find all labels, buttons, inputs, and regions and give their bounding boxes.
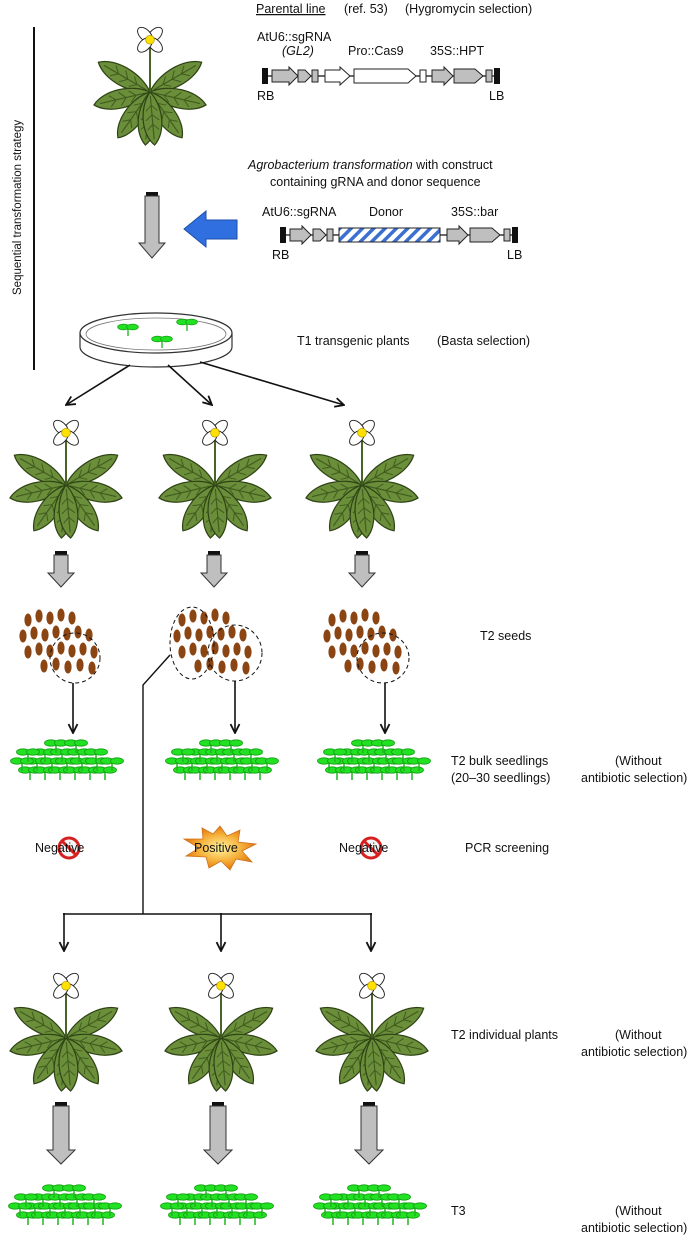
arrow-t2-t3-3	[354, 1101, 384, 1165]
bulk-seedlings-2	[166, 740, 279, 780]
arrow-dish-right	[199, 361, 344, 405]
t2-plant-3	[314, 971, 430, 1092]
construct1-lb: LB	[489, 89, 504, 103]
t3-label: T3	[451, 1204, 466, 1218]
arrow-t2-t3-1	[46, 1101, 76, 1165]
t2-bulk-sel-1: (Without	[615, 754, 662, 768]
t2-seeds-1	[19, 608, 98, 675]
agro-text-line1: Agrobacterium transformation with constr…	[247, 158, 493, 172]
t3-seedlings-2	[161, 1185, 274, 1225]
arrow-t2-t3-2	[203, 1101, 233, 1165]
t1-plant-3	[304, 418, 420, 539]
parental-plant	[92, 25, 208, 146]
bulk-seedlings-1	[11, 740, 124, 780]
construct1-gene-label: (GL2)	[282, 44, 314, 58]
pcr-screening-label: PCR screening	[465, 841, 549, 855]
construct-1: AtU6::sgRNA (GL2) Pro::Cas9 35S::HPT RB …	[257, 30, 504, 103]
agro-italic: Agrobacterium transformation	[247, 158, 413, 172]
petri-dish	[79, 312, 233, 368]
t2-plant-1	[8, 971, 124, 1092]
seed-subset-2a	[169, 606, 215, 680]
construct2-rb: RB	[272, 248, 289, 262]
arrow-t1-seeds-3	[348, 550, 376, 588]
arrow-t1-seeds-1	[47, 550, 75, 588]
t2-plant-2	[163, 971, 279, 1092]
t2-individual-label: T2 individual plants	[451, 1028, 558, 1042]
pcr-negative-2: Negative	[339, 841, 388, 855]
t3-seedlings-1	[9, 1185, 122, 1225]
construct1-rb: RB	[257, 89, 274, 103]
construct1-sgrna-label: AtU6::sgRNA	[257, 30, 332, 44]
construct2-marker-label: 35S::bar	[451, 205, 498, 219]
t2-seeds-3	[323, 608, 402, 675]
parental-selection: (Hygromycin selection)	[405, 2, 532, 16]
agro-rest: with construct	[413, 158, 493, 172]
pcr-positive: Positive	[194, 841, 238, 855]
t1-label: T1 transgenic plants	[297, 334, 410, 348]
construct1-marker-label: 35S::HPT	[430, 44, 485, 58]
construct2-donor-label: Donor	[369, 205, 403, 219]
pcr-negative-1: Negative	[35, 841, 84, 855]
t3-sel-2: antibiotic selection)	[581, 1221, 687, 1235]
t2-individual-sel-2: antibiotic selection)	[581, 1045, 687, 1059]
t2-bulk-label-1: T2 bulk seedlings	[451, 754, 548, 768]
arrow-t1-seeds-2	[200, 550, 228, 588]
construct2-lb: LB	[507, 248, 522, 262]
t1-plant-1	[8, 418, 124, 539]
t3-sel-1: (Without	[615, 1204, 662, 1218]
t2-seeds-label: T2 seeds	[480, 629, 531, 643]
t2-individual-sel-1: (Without	[615, 1028, 662, 1042]
construct-2: AtU6::sgRNA Donor 35S::bar RB LB	[262, 205, 522, 262]
donor-sequence	[338, 227, 441, 243]
bulk-seedlings-3	[318, 740, 431, 780]
seed-subset-1	[49, 632, 101, 684]
t2-bulk-label-2: (20–30 seedlings)	[451, 771, 550, 785]
arrow-parental-to-t1	[137, 192, 167, 259]
t1-plant-2	[157, 418, 273, 539]
agro-text-line2: containing gRNA and donor sequence	[270, 175, 481, 189]
arrow-dish-left	[66, 364, 131, 405]
parental-ref: (ref. 53)	[344, 2, 388, 16]
seed-subset-3	[356, 632, 410, 684]
arrow-dish-middle	[167, 364, 212, 405]
t3-seedlings-3	[314, 1185, 427, 1225]
construct2-sgrna-label: AtU6::sgRNA	[262, 205, 337, 219]
branch-line	[142, 654, 171, 914]
blue-transformation-arrow	[183, 209, 238, 249]
t1-selection: (Basta selection)	[437, 334, 530, 348]
t2-bulk-sel-2: antibiotic selection)	[581, 771, 687, 785]
parental-line-label: Parental line	[256, 2, 326, 16]
positive-burst-icon	[182, 825, 258, 871]
construct1-cas9-label: Pro::Cas9	[348, 44, 404, 58]
t2-seeds-2	[173, 608, 252, 675]
strategy-label: Sequential transformation strategy	[12, 120, 24, 295]
